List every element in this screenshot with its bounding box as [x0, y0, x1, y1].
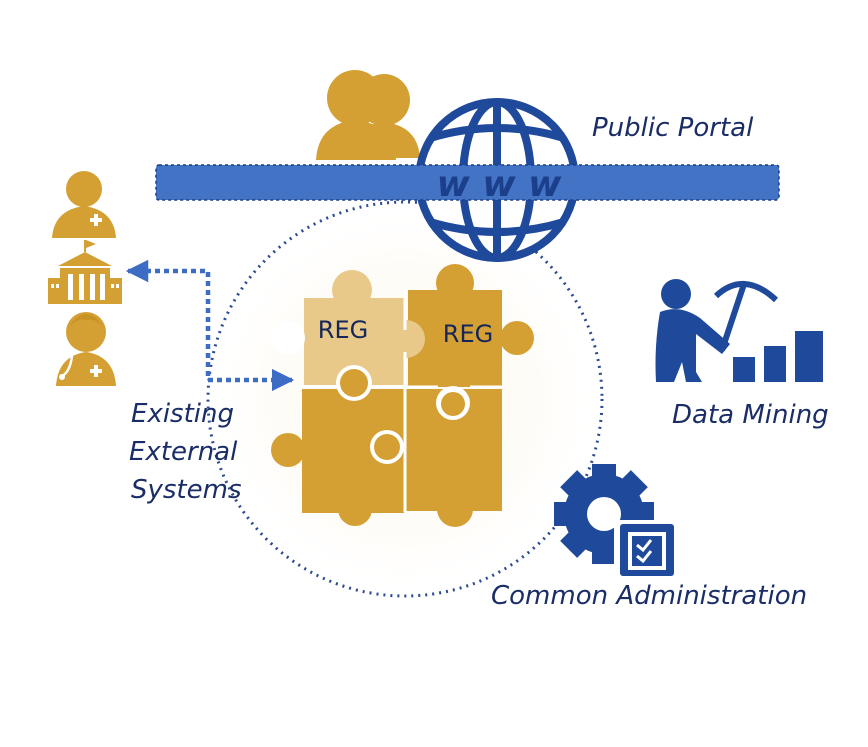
globe-www-text: w w w: [437, 164, 563, 205]
external-systems-connector: [125, 259, 295, 392]
existing-external-systems-label: Existing External Systems: [129, 399, 246, 505]
checklist-icon: [614, 520, 676, 578]
hospital-icon: [48, 240, 122, 304]
existing-external-systems-line-2: External: [129, 437, 238, 467]
doctor-icon: [52, 171, 116, 238]
existing-external-systems-line-3: Systems: [131, 475, 242, 505]
existing-external-systems-line-1: Existing: [131, 399, 234, 429]
common-administration-label: Common Administration: [491, 581, 807, 611]
puzzle-icon: [271, 264, 534, 527]
bar-chart-icon: [733, 331, 823, 382]
users-icon: [316, 70, 420, 160]
public-portal-bar: [155, 164, 780, 201]
data-mining-label: Data Mining: [672, 400, 829, 430]
puzzle-piece-1-label: REG: [318, 316, 368, 344]
public-portal-label: Public Portal: [592, 113, 754, 143]
miner-icon: [655, 279, 779, 382]
puzzle-piece-2-label: REG: [443, 320, 493, 348]
nurse-icon: [56, 312, 116, 386]
